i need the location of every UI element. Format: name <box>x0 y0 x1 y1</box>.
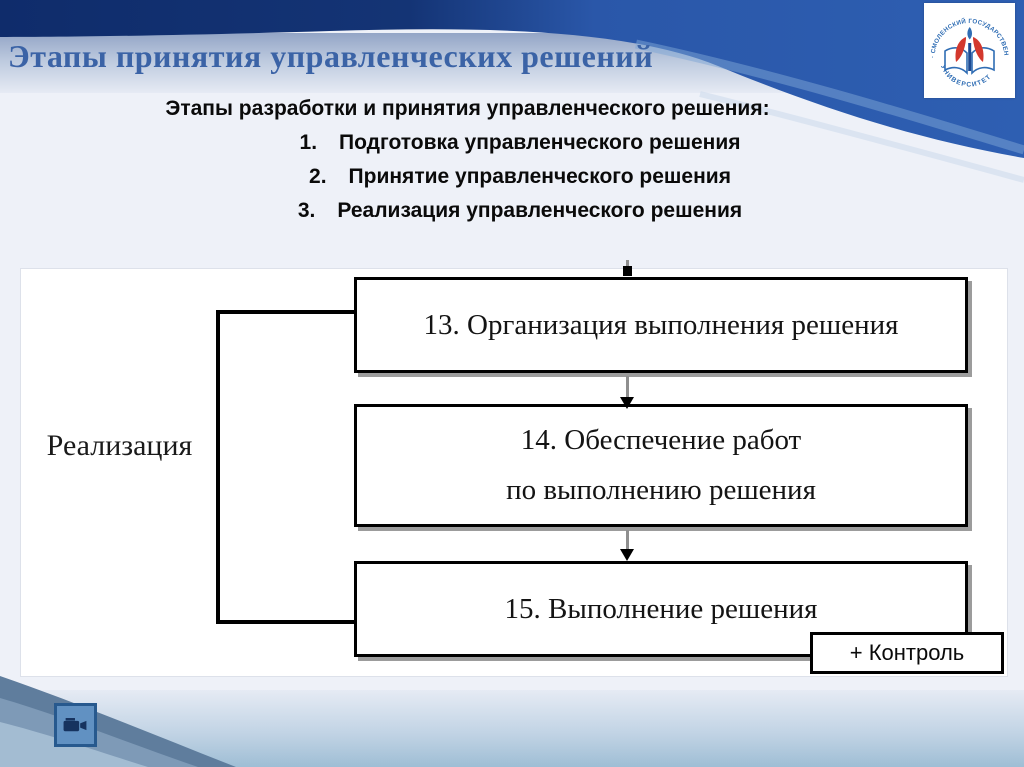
bracket-line-top <box>216 310 354 314</box>
incoming-arrow-stem <box>626 260 629 268</box>
top-wave-highlight <box>635 39 1024 155</box>
control-box: + Контроль <box>810 632 1004 674</box>
flow-box-label-line2: по выполнению решения <box>506 473 816 506</box>
arrow-down-icon <box>620 549 634 561</box>
flow-box-label-line1: 14. Обеспечение работ <box>520 423 802 456</box>
control-box-label: + Контроль <box>849 640 965 665</box>
list-item-text: Реализация управленческого решения <box>337 199 743 222</box>
flow-arrow-stem <box>626 376 629 399</box>
list-item-number: 2. <box>309 165 327 188</box>
flow-box-label: 15. Выполнение решения <box>504 592 818 625</box>
list-item-text: Принятие управленческого решения <box>348 165 731 188</box>
page-title: Этапы принятия управленческих решений <box>8 38 654 74</box>
list-item-text: Подготовка управленческого решения <box>339 131 741 154</box>
flow-box-label: 13. Организация выполнения решения <box>423 308 899 341</box>
open-book-torch-icon: · СМОЛЕНСКИЙ ГОСУДАРСТВЕННЫЙ · УНИВЕРСИТ… <box>921 0 1015 98</box>
camcorder-icon <box>63 717 87 731</box>
flow-box-13: 13. Организация выполнения решения <box>354 277 968 373</box>
arrow-down-icon <box>620 397 634 409</box>
bracket-label: Реализация <box>46 429 193 462</box>
top-wave <box>0 0 1024 158</box>
list-item-number: 3. <box>297 199 316 222</box>
flow-arrow-stem <box>626 530 629 551</box>
university-logo: · СМОЛЕНСКИЙ ГОСУДАРСТВЕННЫЙ · УНИВЕРСИТ… <box>921 0 1015 98</box>
incoming-arrow-head <box>623 266 632 276</box>
flow-box-14: 14. Обеспечение работ по выполнению реше… <box>354 404 968 527</box>
list-item-number: 1. <box>299 131 318 154</box>
bracket-line-bottom <box>216 620 354 624</box>
bracket-line-vertical <box>216 310 220 624</box>
list-item: 3. Реализация управленческого решения <box>60 199 980 223</box>
intro-heading: Этапы разработки и принятия управленческ… <box>165 97 770 120</box>
list-item: 1. Подготовка управленческого решения <box>60 131 980 155</box>
list-item: 2. Принятие управленческого решения <box>60 165 980 189</box>
logo-book-icon <box>944 27 995 75</box>
video-button[interactable] <box>54 703 97 747</box>
top-wave-highlight-2 <box>699 91 1024 183</box>
